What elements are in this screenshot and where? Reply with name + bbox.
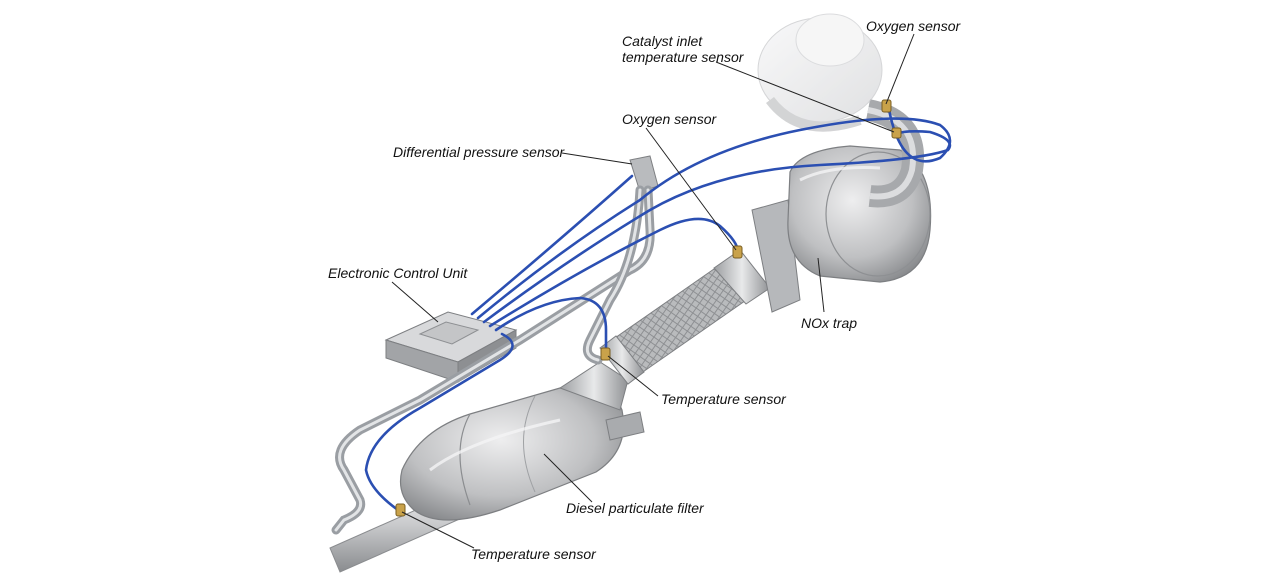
label-temperature-sensor-mid: Temperature sensor xyxy=(661,391,787,407)
temperature-sensor-bottom-fitting xyxy=(395,503,406,517)
label-oxygen-sensor-top: Oxygen sensor xyxy=(866,18,961,34)
leader-oxygen-sensor-mid xyxy=(645,127,737,251)
wire-to-diff-pressure xyxy=(470,174,634,316)
oxygen-sensor-top-fitting xyxy=(881,99,892,113)
sensor-wiring xyxy=(364,102,952,512)
wire-to-catalyst-inlet xyxy=(482,130,952,324)
nox-trap-body xyxy=(787,99,932,283)
differential-pressure-sensor xyxy=(629,155,659,193)
label-ecu: Electronic Control Unit xyxy=(328,265,468,281)
label-nox-trap: NOx trap xyxy=(801,315,857,331)
leader-temperature-sensor-mid xyxy=(607,355,659,397)
leader-differential-pressure xyxy=(561,152,633,165)
leader-lines xyxy=(391,33,915,549)
temperature-sensor-mid-fitting xyxy=(600,347,611,361)
wire-to-temperature-sensor-mid xyxy=(494,296,608,354)
exhaust-hardware xyxy=(329,13,932,573)
catalyst-inlet-fitting xyxy=(891,127,902,139)
wire-to-temperature-sensor-bottom xyxy=(364,332,514,512)
leader-oxygen-sensor-top xyxy=(885,33,915,105)
leader-dpf xyxy=(543,453,593,503)
diesel-particulate-filter-body xyxy=(399,361,645,521)
label-dpf: Diesel particulate filter xyxy=(566,500,705,516)
label-oxygen-sensor-mid: Oxygen sensor xyxy=(622,111,717,127)
wire-to-oxygen-sensor-mid xyxy=(488,217,740,328)
leader-nox-trap xyxy=(817,257,825,313)
leader-temperature-sensor-bottom xyxy=(401,511,475,549)
callout-labels: Oxygen sensor Catalyst inlet temperature… xyxy=(328,18,961,562)
leader-catalyst-inlet xyxy=(715,61,895,133)
wire-to-oxygen-sensor-top xyxy=(476,102,952,320)
leader-ecu xyxy=(391,281,439,323)
label-temperature-sensor-bottom: Temperature sensor xyxy=(471,546,597,562)
turbocharger xyxy=(757,13,883,132)
label-catalyst-inlet-line1: Catalyst inlet xyxy=(622,33,703,49)
label-catalyst-inlet-line2: temperature sensor xyxy=(622,49,745,65)
label-differential-pressure: Differential pressure sensor xyxy=(393,144,566,160)
